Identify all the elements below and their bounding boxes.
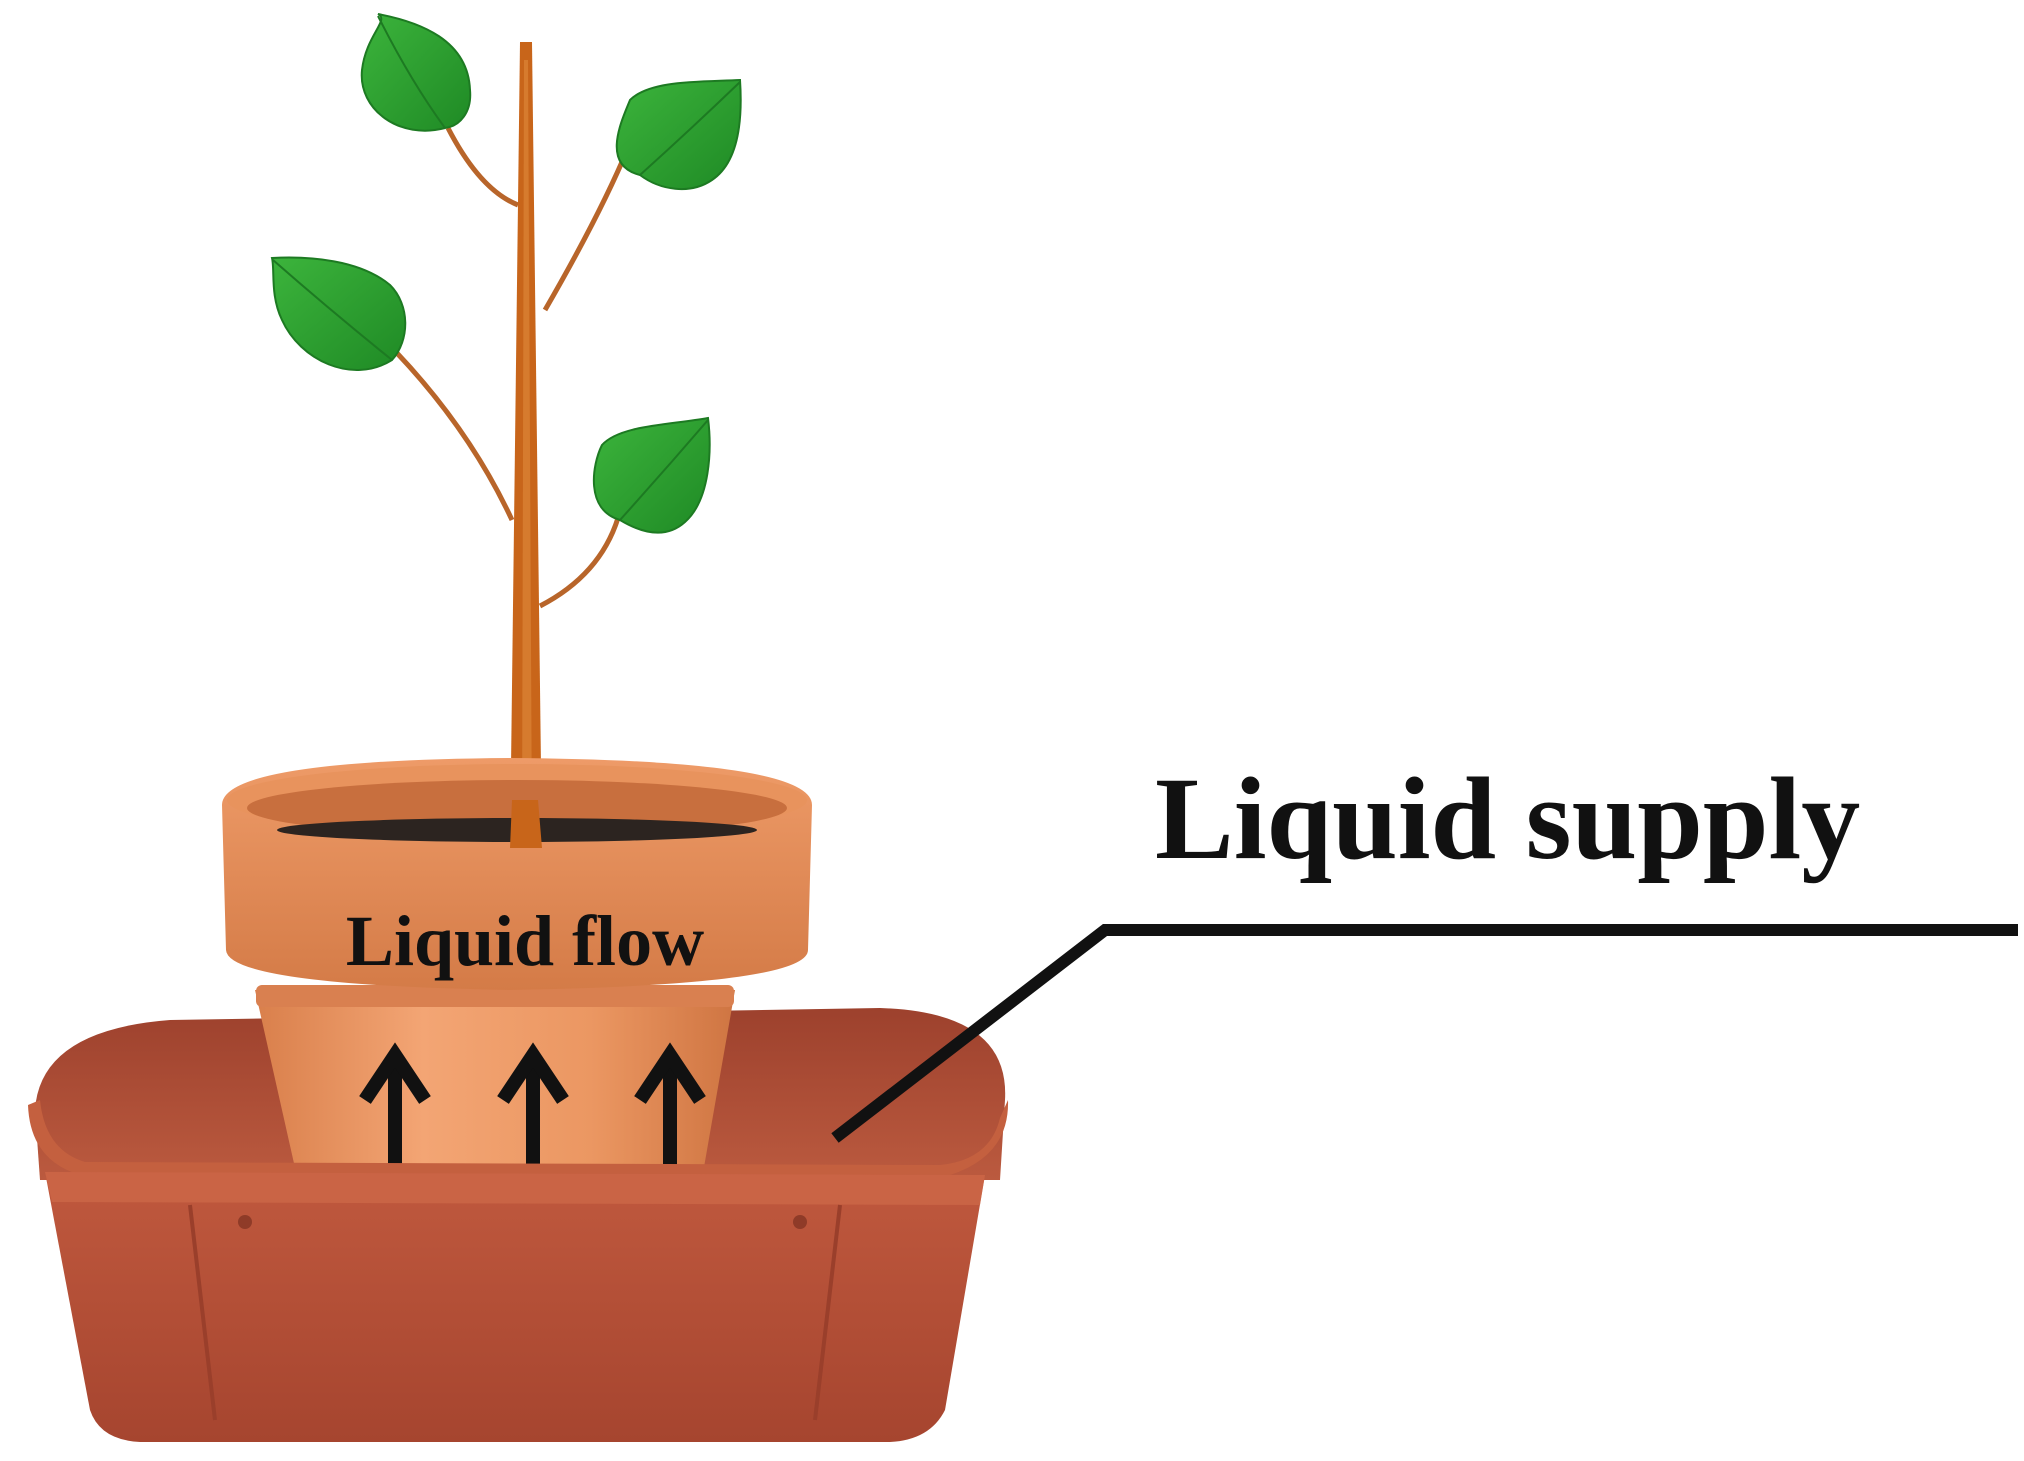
arrow-up-icon <box>634 1042 706 1180</box>
liquid-flow-label: Liquid flow <box>346 901 704 981</box>
stem-highlight <box>522 60 532 840</box>
leaf-top-right <box>615 78 742 191</box>
branch-mid-right <box>538 517 621 609</box>
flow-arrows <box>359 1042 706 1180</box>
branch-mid-left <box>394 350 515 522</box>
tray-front <box>45 1172 985 1442</box>
liquid-supply-leader-line <box>831 924 2018 1143</box>
arrow-up-icon <box>359 1042 431 1180</box>
pot-band <box>256 985 734 1007</box>
branch-top-right <box>542 147 631 312</box>
leaf-mid-left <box>270 256 407 371</box>
tray-rim <box>28 1100 1009 1178</box>
pot-body <box>255 990 735 1190</box>
leaf-mid-right <box>592 416 711 534</box>
leaf-top-left <box>360 13 472 132</box>
leaf <box>270 13 742 534</box>
water-tray-icon <box>28 1100 1009 1442</box>
branch-top-left <box>445 126 519 208</box>
arrow-up-icon <box>497 1042 569 1180</box>
liquid-supply-label: Liquid supply <box>1155 753 1860 884</box>
plant-icon <box>394 42 631 848</box>
flower-pot-icon <box>222 758 812 1190</box>
